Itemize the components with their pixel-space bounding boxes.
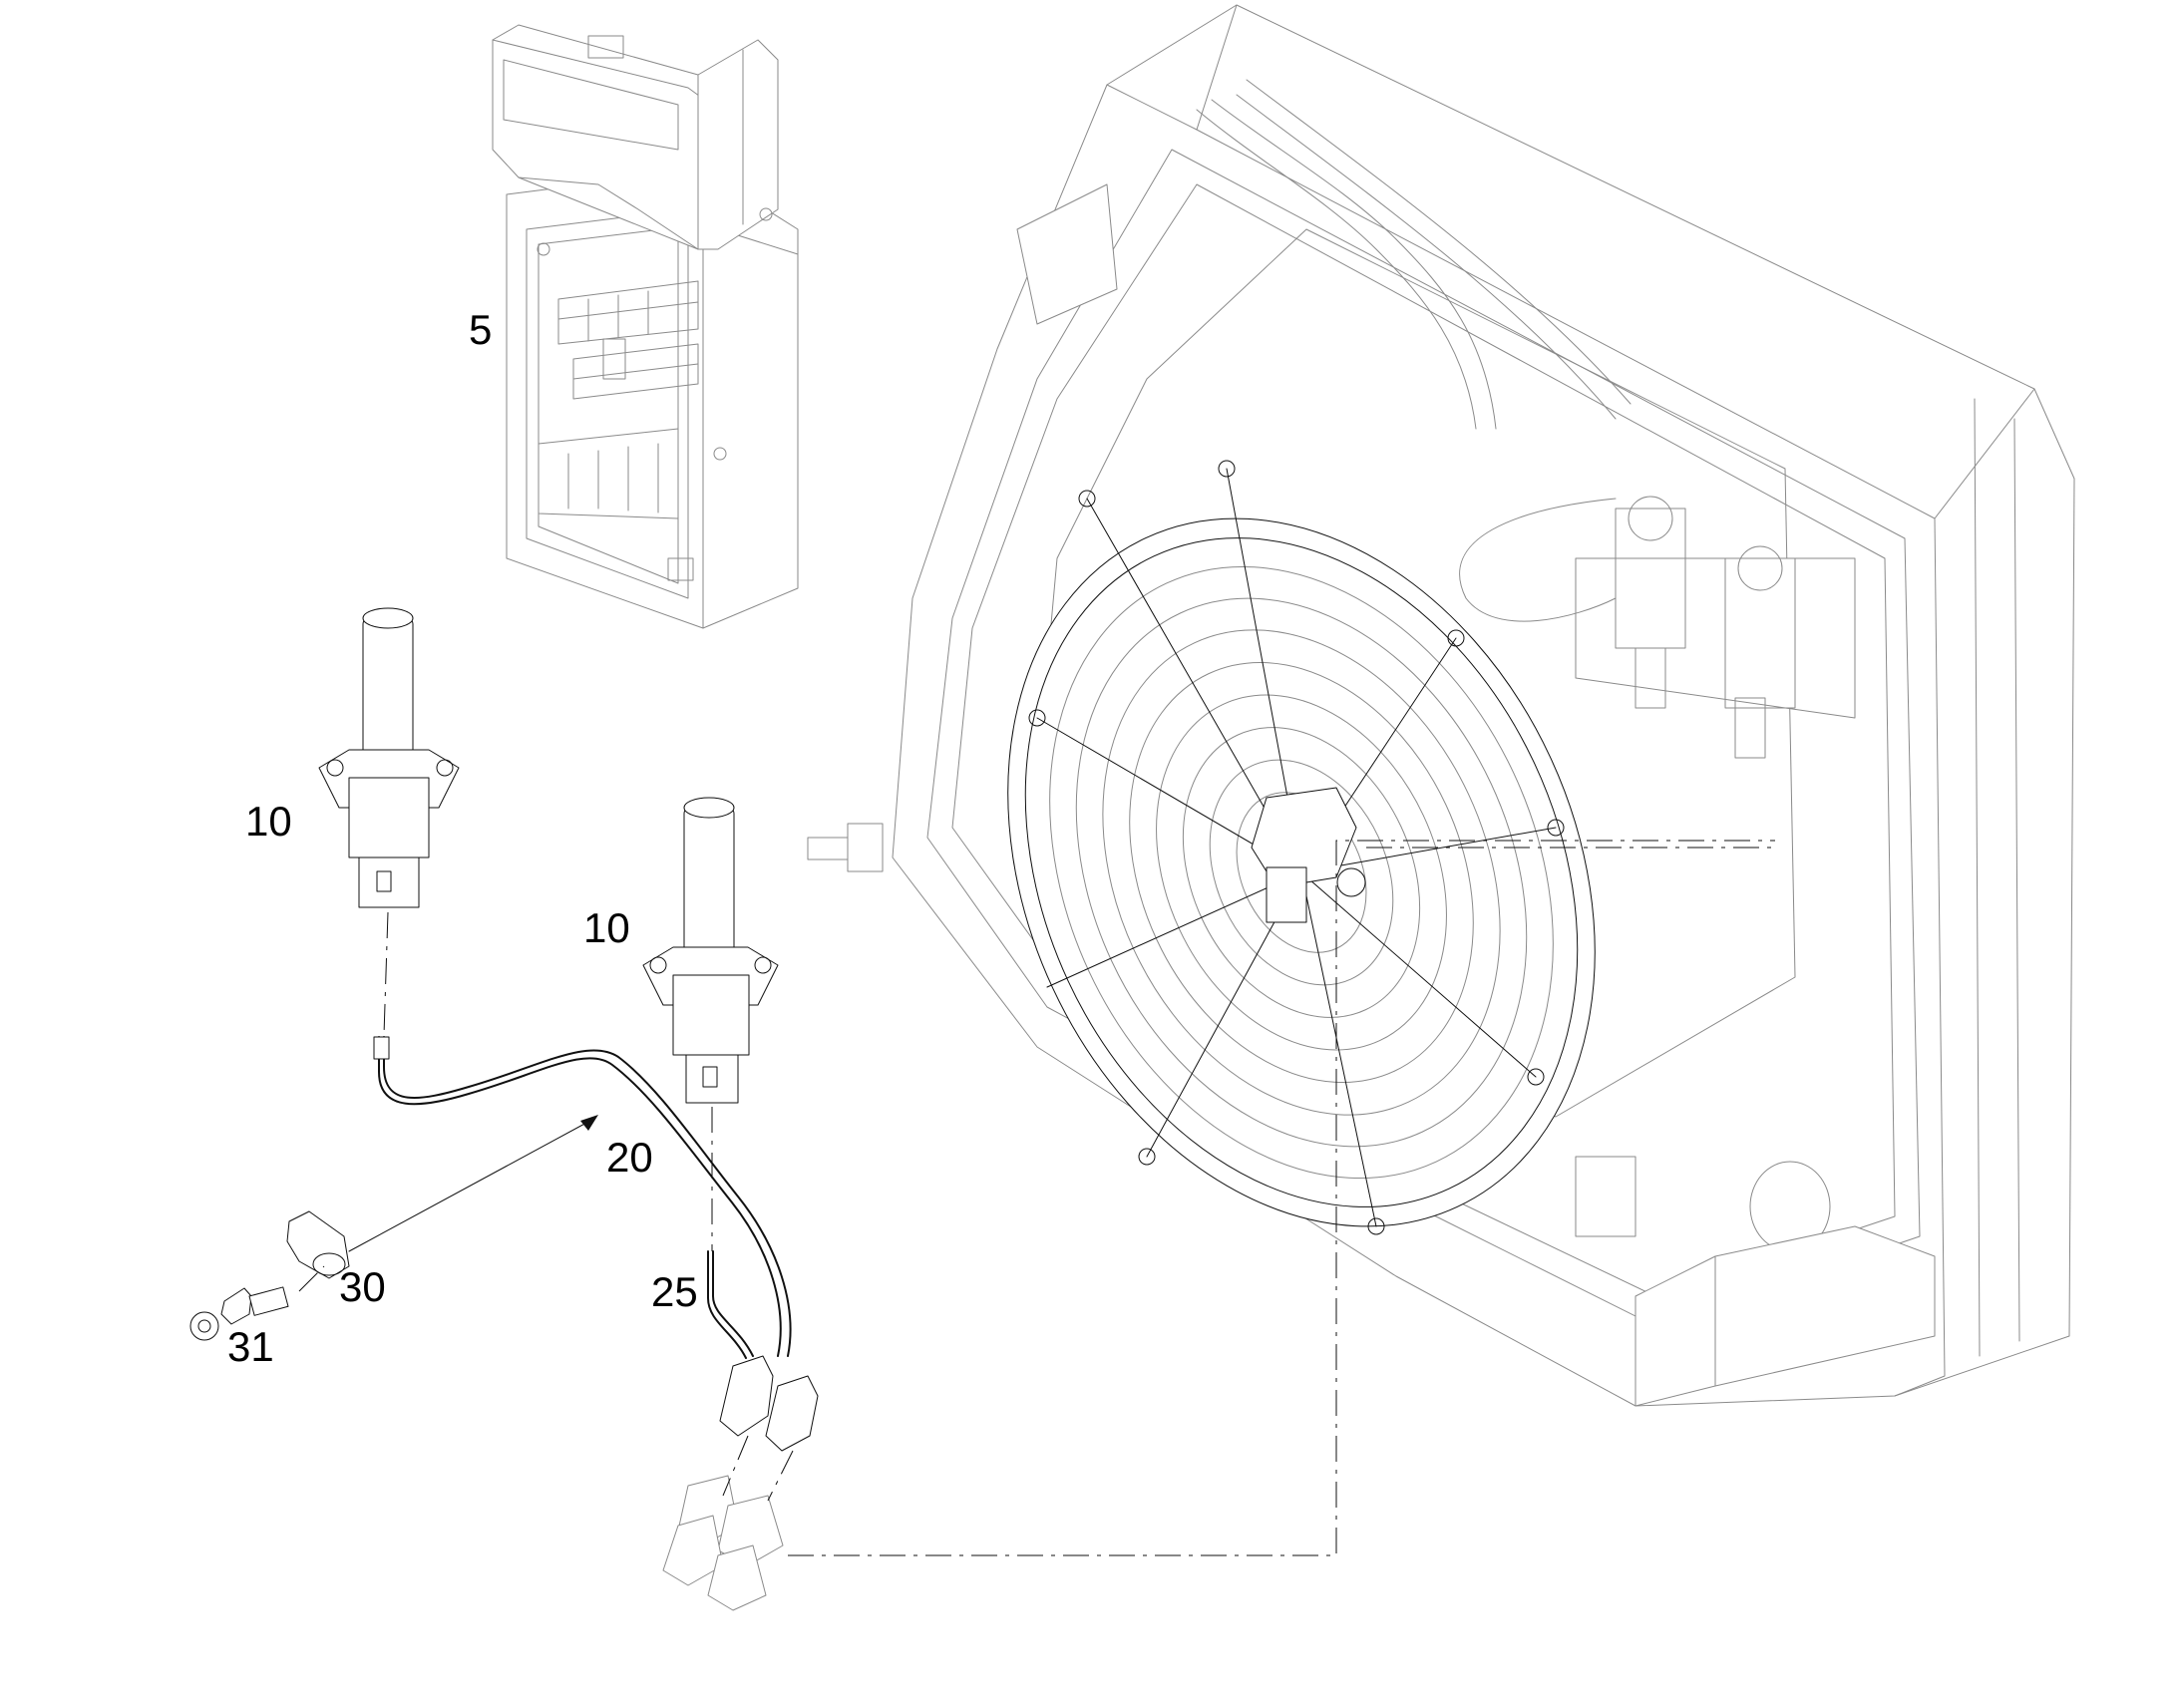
harness-illustration	[373, 1036, 819, 1611]
callout-10-lower: 10	[583, 904, 630, 951]
control-box-illustration	[492, 24, 799, 629]
clip-illustration	[286, 1210, 350, 1279]
callout-20: 20	[606, 1134, 653, 1181]
callout-5: 5	[469, 306, 492, 353]
sensor-lower-illustration	[642, 797, 779, 1104]
callout-30: 30	[339, 1263, 386, 1310]
leader-lines	[298, 840, 1775, 1556]
screw-illustration	[189, 1286, 289, 1341]
callout-25: 25	[651, 1268, 698, 1315]
fan-frame-illustration	[807, 4, 2075, 1407]
callout-31: 31	[227, 1323, 274, 1370]
callout-10-upper: 10	[245, 798, 292, 845]
sensor-upper-illustration	[318, 607, 460, 908]
